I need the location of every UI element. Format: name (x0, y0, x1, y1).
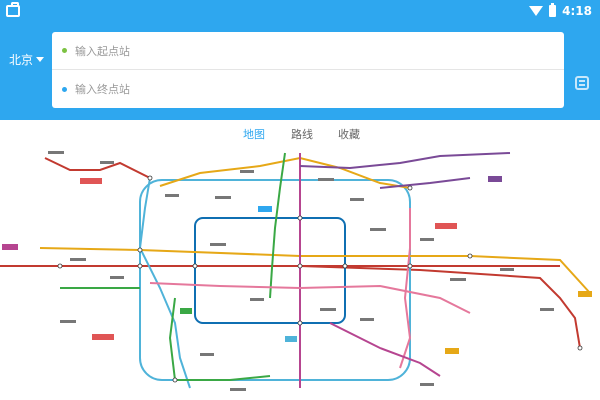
city-label: 北京 (9, 53, 34, 67)
station-dot (137, 247, 143, 253)
station-tag-7 (445, 348, 459, 354)
station-labels (48, 151, 554, 391)
start-dot-icon (62, 48, 67, 53)
station-dot (467, 253, 473, 259)
status-bar: 4:18 (0, 0, 600, 24)
station-label (540, 308, 554, 311)
end-placeholder: 输入终点站 (75, 83, 130, 96)
station-tag-6 (578, 291, 592, 297)
chevron-down-icon (36, 57, 45, 62)
end-dot-icon (62, 86, 67, 92)
station-dots (57, 175, 583, 383)
station-label (350, 198, 364, 201)
station-dot (577, 345, 583, 351)
line-7 (149, 282, 471, 314)
station-label (420, 383, 434, 386)
line-4 (138, 177, 191, 389)
station-label (100, 161, 114, 164)
station-label (450, 278, 466, 281)
tab-route[interactable]: 路线 (291, 128, 313, 141)
tab-map[interactable]: 地图 (243, 128, 265, 141)
status-time: 4:18 (562, 4, 592, 18)
line-15 (299, 152, 511, 170)
battery-icon (549, 3, 557, 17)
station-label (230, 388, 246, 391)
station-dot (407, 263, 413, 269)
station-label (48, 151, 64, 154)
subway-map-canvas[interactable] (0, 148, 600, 400)
line-6 (39, 247, 591, 294)
line-yizhuang (329, 322, 441, 377)
station-label (240, 170, 254, 173)
station-label (215, 196, 231, 199)
station-label (70, 258, 86, 261)
station-tag-10 (285, 336, 297, 342)
station-dot (297, 320, 303, 326)
status-indicators: 4:18 (529, 3, 592, 18)
station-label (360, 318, 374, 321)
line-14 (399, 208, 412, 369)
station-label (500, 268, 514, 271)
station-tag-9 (180, 308, 192, 314)
station-label (60, 320, 76, 323)
end-station-input[interactable]: 输入终点站 (52, 70, 564, 108)
wifi-icon (529, 6, 544, 16)
station-tag-8 (258, 206, 272, 212)
station-tag-1 (2, 244, 18, 250)
station-dot (297, 215, 303, 221)
station-search-box: 输入起点站 输入终点站 (52, 32, 564, 108)
station-tag-5 (488, 176, 502, 182)
station-tag-3 (92, 334, 114, 340)
station-dot (57, 263, 63, 269)
station-dot (137, 263, 143, 269)
station-dot (297, 263, 303, 269)
line-batong (299, 265, 581, 349)
station-label (250, 298, 264, 301)
station-dot (147, 175, 153, 181)
station-dot (172, 377, 178, 383)
station-label (370, 228, 386, 231)
station-label (200, 353, 214, 356)
notification-icon (6, 2, 20, 17)
tab-favorites[interactable]: 收藏 (338, 128, 360, 141)
station-label (210, 243, 226, 246)
subway-map[interactable] (0, 148, 600, 400)
station-dot (192, 263, 198, 269)
line-changping (44, 157, 151, 179)
station-label (420, 238, 434, 241)
station-label (320, 308, 336, 311)
station-label (318, 178, 334, 181)
start-placeholder: 输入起点站 (75, 44, 130, 58)
station-dot (407, 185, 413, 191)
line-13 (159, 156, 411, 189)
tab-bar: 地图 路线 收藏 (0, 126, 600, 146)
line-2-loop (194, 217, 346, 324)
station-tag-4 (435, 223, 457, 229)
station-label (165, 194, 179, 197)
station-label (110, 276, 124, 279)
station-dot (342, 263, 348, 269)
station-tag-2 (80, 178, 102, 184)
line-airport (379, 177, 471, 189)
start-station-input[interactable]: 输入起点站 (52, 32, 564, 70)
swap-stations-icon[interactable] (575, 76, 589, 90)
line-8 (269, 152, 286, 299)
line-10-loop (139, 179, 411, 381)
city-selector[interactable]: 北京 (9, 51, 45, 68)
